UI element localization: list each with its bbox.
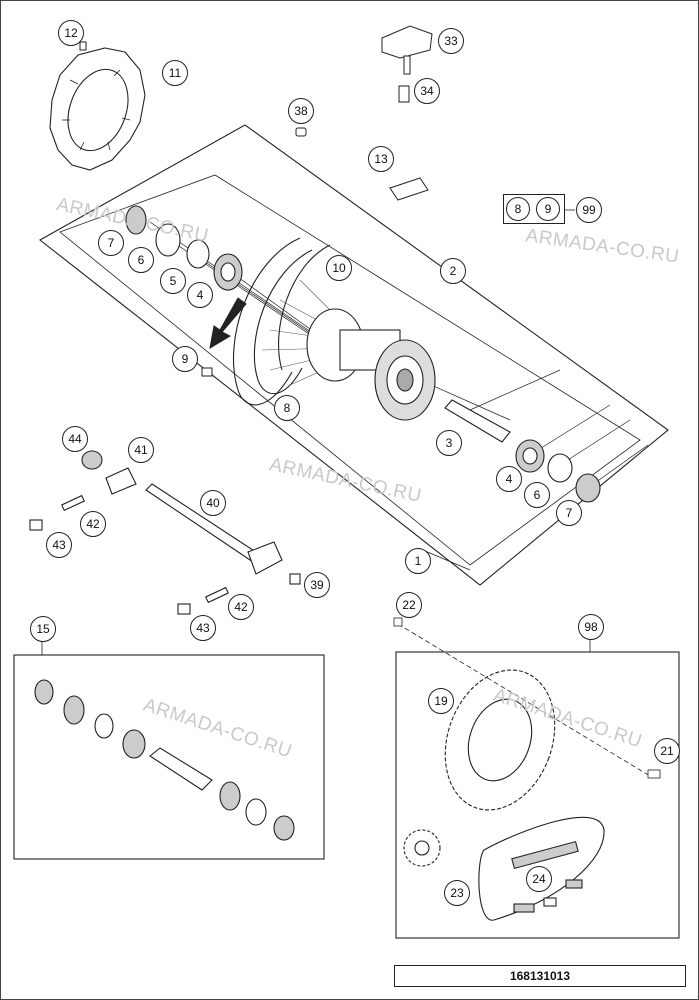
callout-24: 24 bbox=[526, 866, 552, 892]
callout-39: 39 bbox=[304, 572, 330, 598]
direction-arrow bbox=[209, 297, 247, 349]
brake-disc bbox=[49, 47, 146, 171]
callout-22: 22 bbox=[396, 592, 422, 618]
callout-5: 5 bbox=[160, 268, 186, 294]
callout-4-left: 4 bbox=[187, 282, 213, 308]
left-bearing-stack bbox=[125, 205, 243, 291]
bearing-kit-parts bbox=[34, 679, 295, 841]
callout-7-right: 7 bbox=[556, 500, 582, 526]
callout-12: 12 bbox=[58, 20, 84, 46]
inner-frame bbox=[59, 174, 641, 566]
rim-lock bbox=[389, 177, 429, 201]
callout-98: 98 bbox=[578, 614, 604, 640]
callout-43-lower: 43 bbox=[190, 615, 216, 641]
callout-10: 10 bbox=[326, 255, 352, 281]
bearing-kit-box bbox=[13, 654, 325, 860]
valve-cap bbox=[295, 127, 307, 137]
callout-13: 13 bbox=[368, 146, 394, 172]
callout-2: 2 bbox=[440, 258, 466, 284]
callout-6-right: 6 bbox=[524, 482, 550, 508]
callout-34: 34 bbox=[414, 78, 440, 104]
wheel-rim bbox=[233, 237, 331, 406]
disc-screw bbox=[79, 41, 87, 51]
callout-1: 1 bbox=[405, 548, 431, 574]
callout-21: 21 bbox=[654, 738, 680, 764]
chain-slider-part bbox=[381, 25, 433, 103]
chain bbox=[478, 816, 605, 921]
callout-19: 19 bbox=[428, 688, 454, 714]
callout-42-lower: 42 bbox=[228, 594, 254, 620]
spoke-nipple bbox=[201, 367, 213, 377]
callout-7-left: 7 bbox=[98, 230, 124, 256]
callout-11: 11 bbox=[162, 60, 188, 86]
callout-99: 99 bbox=[576, 197, 602, 223]
right-bearing-stack bbox=[444, 399, 601, 503]
front-sprocket bbox=[403, 829, 441, 867]
callout-3: 3 bbox=[436, 430, 462, 456]
callout-42-upper: 42 bbox=[80, 511, 106, 537]
sprocket-kit-box bbox=[395, 651, 680, 939]
callout-9-kit: 9 bbox=[536, 197, 560, 221]
callout-33: 33 bbox=[438, 28, 464, 54]
diagram-part-number: 168131013 bbox=[394, 965, 686, 987]
kit-box-8-9 bbox=[503, 194, 565, 224]
callout-41: 41 bbox=[128, 437, 154, 463]
callout-43-upper: 43 bbox=[46, 532, 72, 558]
axle-parts bbox=[29, 450, 301, 615]
callout-23: 23 bbox=[444, 880, 470, 906]
rear-sprocket bbox=[444, 669, 556, 811]
callout-38: 38 bbox=[288, 98, 314, 124]
callout-4-right: 4 bbox=[496, 466, 522, 492]
callout-40: 40 bbox=[200, 490, 226, 516]
callout-15: 15 bbox=[30, 616, 56, 642]
callout-44: 44 bbox=[62, 426, 88, 452]
wheel-hub bbox=[306, 308, 436, 421]
callout-8-kit: 8 bbox=[506, 197, 530, 221]
callout-6-left: 6 bbox=[128, 247, 154, 273]
wheel-assembly-frame bbox=[39, 124, 669, 586]
callout-8: 8 bbox=[274, 395, 300, 421]
callout-9: 9 bbox=[172, 346, 198, 372]
